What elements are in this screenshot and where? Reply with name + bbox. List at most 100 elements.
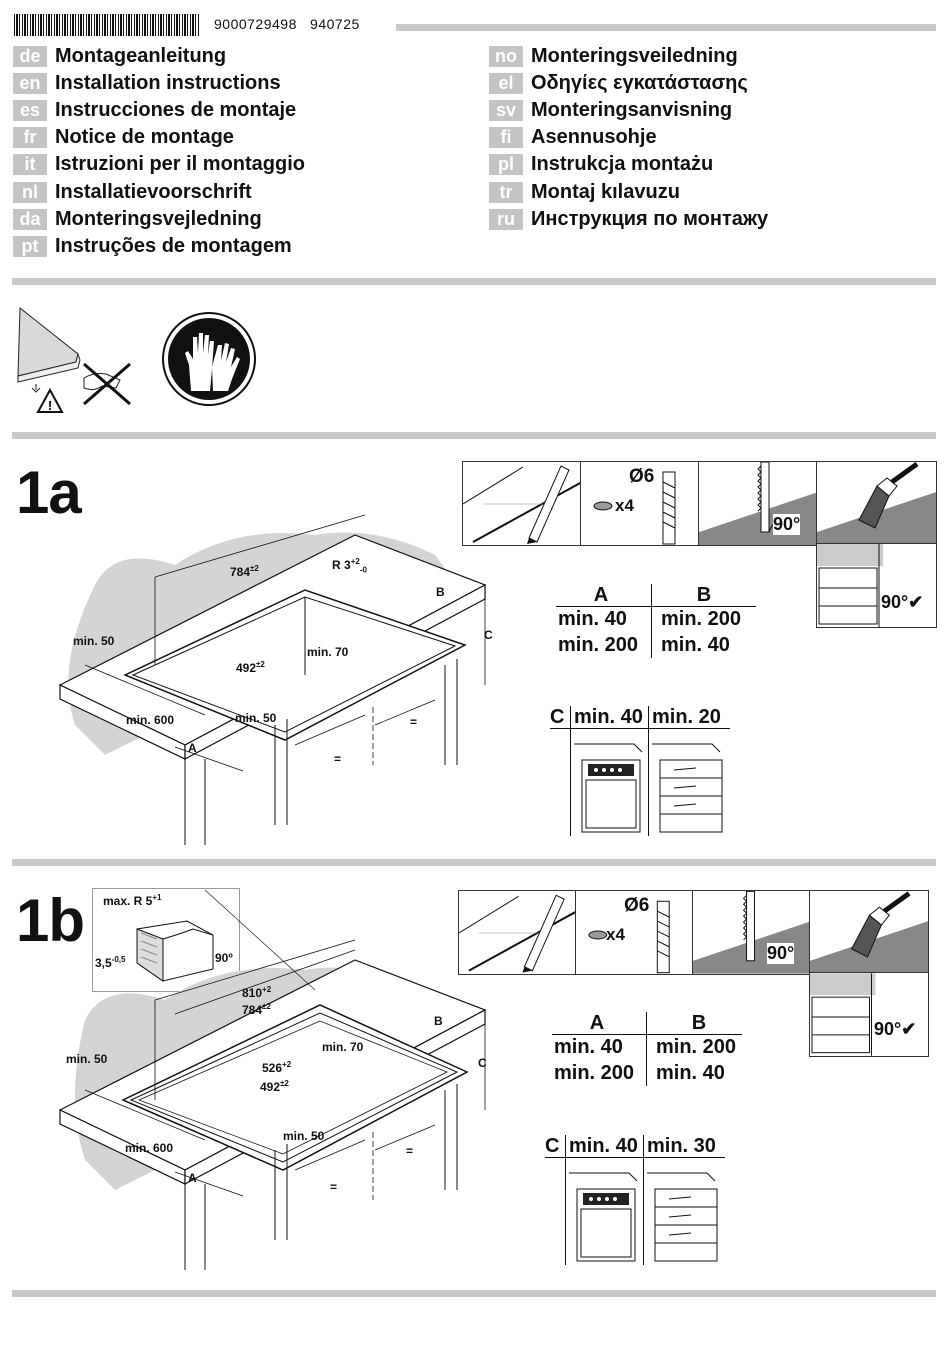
dim-depth-1b: 492±2 [260, 1079, 289, 1094]
dim-outer-width-1b: 810+2 [242, 985, 272, 1000]
language-code: fr [13, 127, 47, 149]
warning-triangle-icon [36, 387, 64, 413]
dim-min50-left-1a: min. 50 [73, 634, 115, 648]
dim-eq1-1a: = [410, 715, 418, 729]
pencil-icon [463, 465, 582, 544]
language-nl: nl Installatievoorschrift [13, 181, 252, 203]
dim-a-1a: A [188, 741, 197, 755]
dim-b-1a: B [436, 585, 445, 599]
language-code: pt [13, 235, 47, 257]
drawer-icon [647, 1172, 718, 1262]
dim-b-1b: B [434, 1014, 443, 1028]
language-fr: fr Notice de montage [13, 126, 234, 149]
glass-edge-warning-icon: ! [17, 306, 131, 413]
step-saw-panel-1a: 90° [698, 461, 819, 546]
language-code: tr [489, 181, 523, 203]
checkmark-icon: ✔ [901, 1019, 917, 1039]
c-table-1b: C min. 40 min. 30 [545, 1135, 735, 1271]
checkmark-icon: ✔ [908, 592, 924, 612]
language-code: da [13, 208, 47, 230]
gloves-icon [162, 312, 256, 406]
brush-icon [817, 462, 936, 545]
language-code: ru [489, 208, 523, 230]
language-title: Instrucciones de montaje [55, 98, 297, 121]
language-title: Installation instructions [55, 71, 281, 94]
dim-c-1b: C [478, 1056, 487, 1070]
language-title: Istruzioni per il montaggio [55, 153, 305, 176]
step-check-panel-1b: 90°✔ [809, 972, 929, 1057]
cutout-diagram-1b [58, 889, 487, 1270]
divider [12, 1290, 936, 1297]
language-da: da Monteringsvejledning [13, 208, 262, 230]
language-title: Monteringsveiledning [531, 44, 738, 67]
oven-icon [569, 1172, 638, 1262]
dim-a-1b: A [188, 1171, 197, 1185]
language-code: el [489, 72, 523, 94]
divider [12, 432, 936, 439]
dim-min70-1b: min. 70 [322, 1040, 364, 1054]
document-number: 9000729498 940725 [214, 16, 360, 32]
language-el: el Οδηγίες εγκατάστασης [489, 72, 748, 94]
language-title: Notice de montage [55, 126, 234, 149]
dim-outer-depth-1b: 526+2 [262, 1060, 292, 1075]
dim-eq2-1a: = [334, 752, 342, 766]
c-table-1a: C min. 40 min. 20 [550, 706, 740, 842]
divider [12, 859, 936, 866]
step-drill-panel-1a: Ø6 x4 [580, 461, 701, 546]
language-code: it [13, 154, 47, 176]
angle-check-1a: 90°✔ [881, 592, 924, 612]
dim-eq2-1b: = [330, 1180, 338, 1194]
dim-min50-front-1b: min. 50 [283, 1129, 325, 1143]
divider [12, 278, 936, 285]
barcode [14, 14, 200, 36]
step-brush-panel-1a [816, 461, 937, 546]
language-en: en Installation instructions [13, 72, 281, 94]
angle-label-1b: 90° [767, 943, 795, 964]
language-it: it Istruzioni per il montaggio [13, 153, 305, 176]
dim-min600-1b: min. 600 [125, 1141, 174, 1155]
language-code: nl [13, 181, 47, 203]
step-check-panel-1a: 90°✔ [816, 543, 937, 628]
language-code: en [13, 72, 47, 94]
language-title: Monteringsanvisning [531, 98, 733, 121]
dim-width-1b: 784±2 [242, 1002, 271, 1017]
pencil-icon [459, 894, 577, 973]
step-mark-panel-1a [462, 461, 583, 546]
dim-width-1a: 784±2 [230, 564, 259, 579]
cutout-diagram-1a [58, 514, 487, 845]
language-title: Installatievoorschrift [55, 180, 252, 203]
language-title: Asennusohje [531, 126, 657, 149]
language-title: Инструкция по монтажу [531, 207, 769, 230]
drawer-icon [652, 743, 723, 833]
language-ru: ru Инструкция по монтажу [489, 208, 768, 230]
dim-radius-1a: R 3+2-0 [332, 557, 367, 575]
dim-min600-1a: min. 600 [126, 713, 175, 727]
dim-depth-1a: 492±2 [236, 660, 265, 675]
ab-table-1b: A B min. 40 min. 200 min. 200 min. 40 [552, 1012, 752, 1092]
angle-check-1b: 90°✔ [874, 1019, 917, 1039]
language-code: fi [489, 127, 523, 149]
dim-min50-front-1a: min. 50 [235, 711, 277, 725]
drill-bit-icon [593, 471, 676, 545]
svg-text:!: ! [48, 398, 52, 413]
oven-icon [574, 743, 643, 833]
step-mark-panel-1b [458, 890, 578, 975]
inset-detail-1b: max. R 5+1 3,5-0,5 90º [92, 888, 240, 992]
drill-bit-icon [588, 900, 670, 974]
step-label-1b: 1b [16, 887, 85, 954]
dim-eq1-1b: = [406, 1144, 414, 1158]
brush-icon [810, 891, 928, 974]
language-title: Οδηγίες εγκατάστασης [531, 71, 748, 94]
language-title: Monteringsvejledning [55, 207, 262, 230]
saw-icon [693, 891, 811, 974]
header-rule [396, 24, 936, 31]
language-fi: fi Asennusohje [489, 126, 657, 149]
step-label-1a: 1a [16, 459, 82, 526]
dim-c-1a: C [484, 628, 493, 642]
